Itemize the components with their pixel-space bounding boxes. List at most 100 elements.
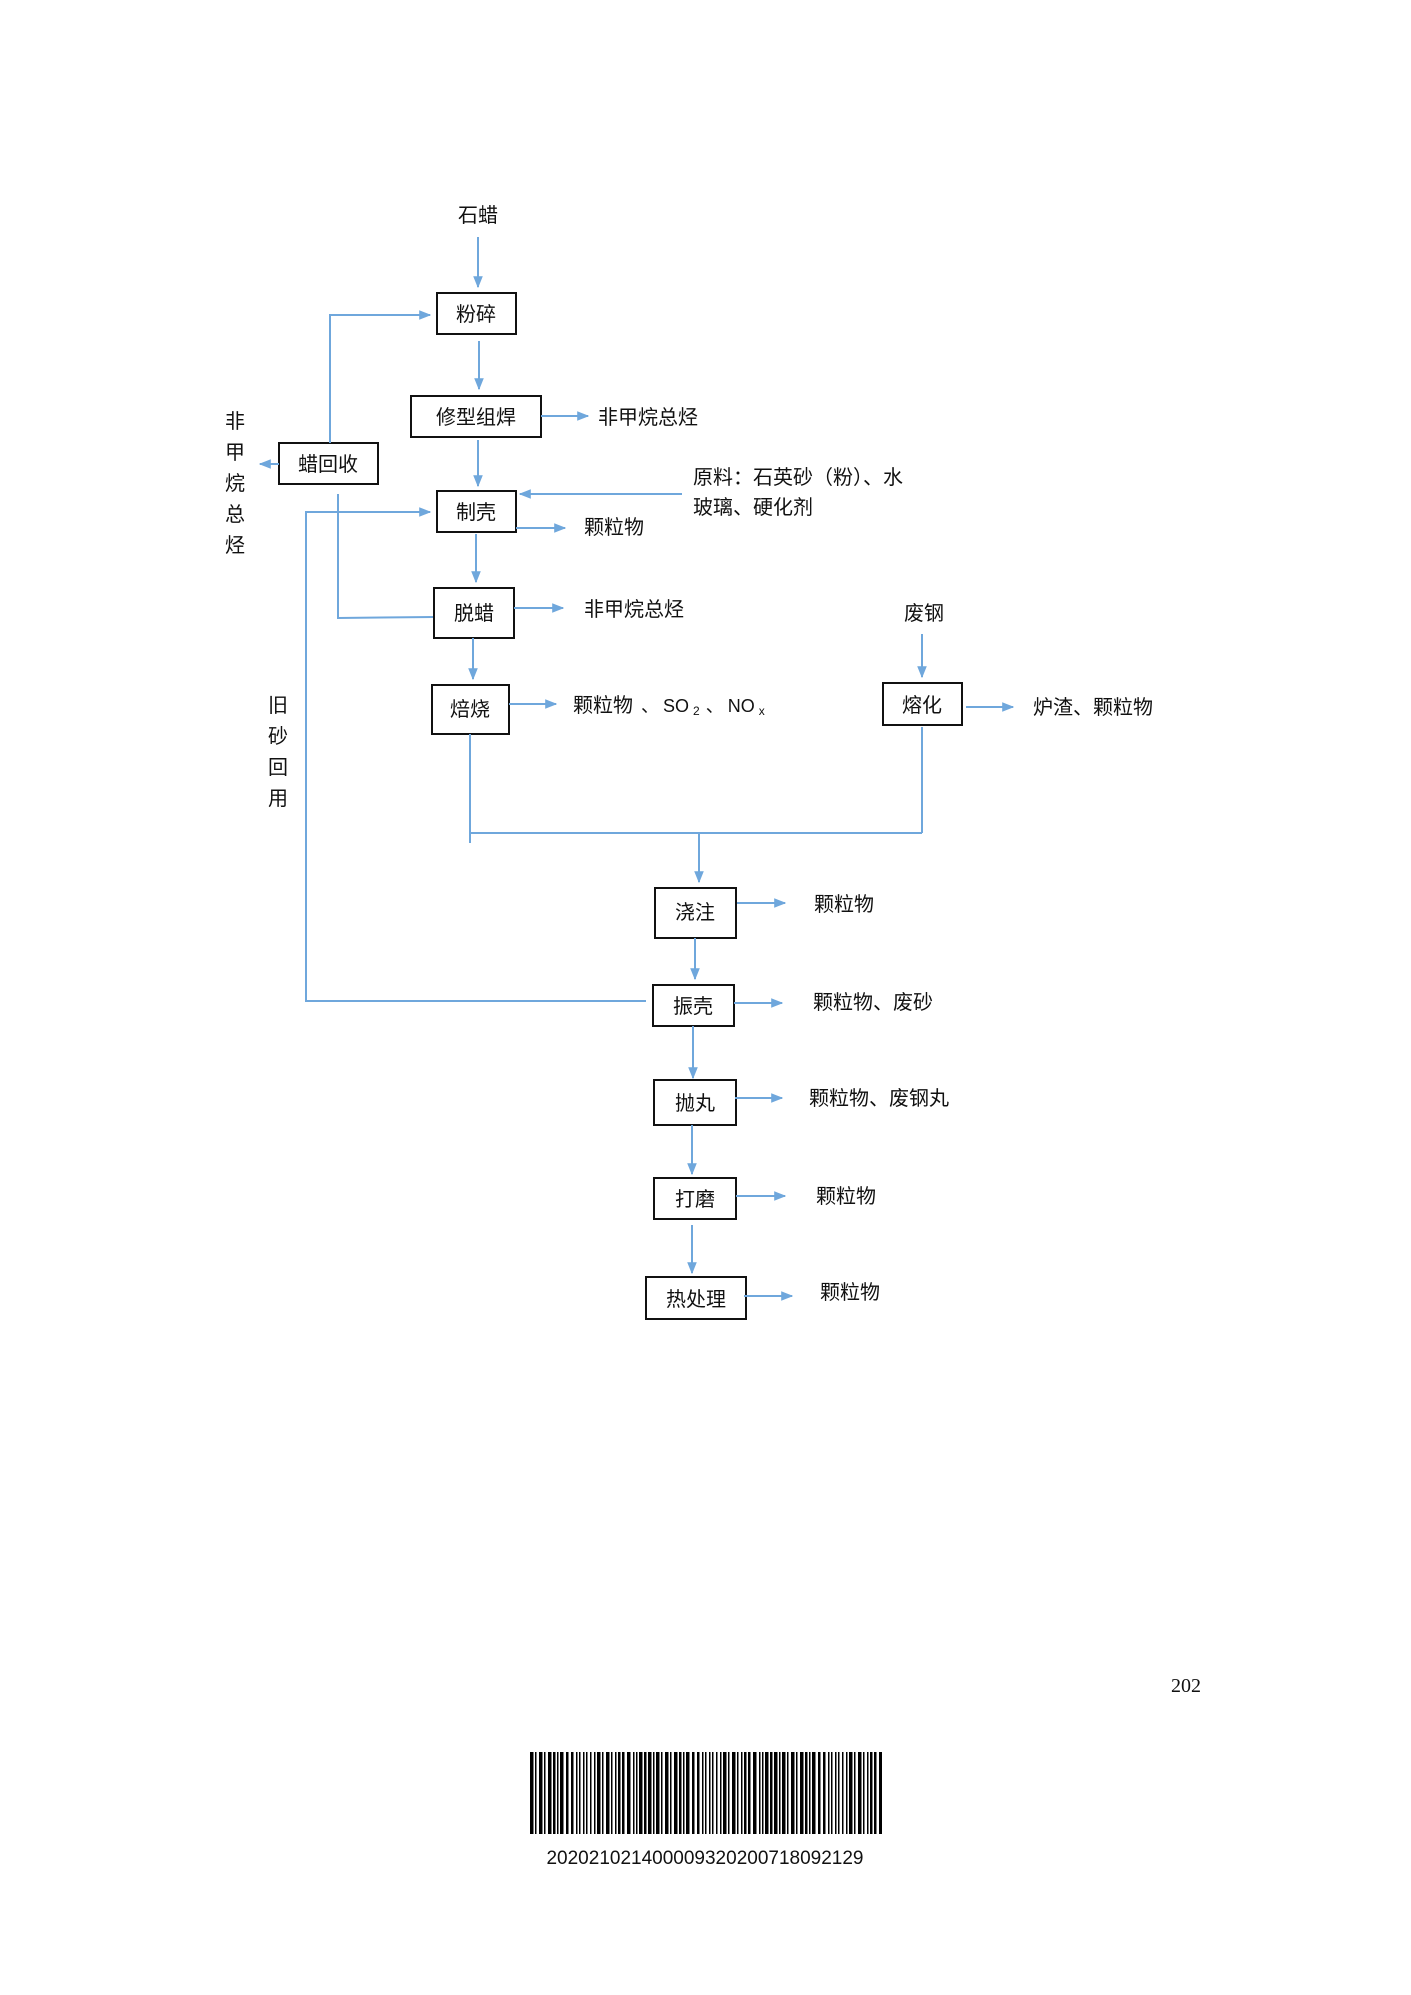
dewax-to-recovery-flow — [337, 494, 435, 620]
shell-materials-line2: 玻璃、硬化剂 — [693, 495, 813, 519]
barcode-bar — [720, 1752, 722, 1834]
emission-roast-so2-sub: 2 — [693, 704, 700, 718]
barcode-bar — [854, 1752, 856, 1834]
barcode-bar — [648, 1752, 652, 1834]
barcode-bar — [661, 1752, 663, 1834]
barcode-bar — [728, 1752, 730, 1834]
step-crush-box — [436, 292, 517, 335]
barcode-bar — [686, 1752, 690, 1834]
emission-pour: 颗粒物 — [814, 892, 874, 916]
barcode-bar — [636, 1752, 638, 1834]
barcode-bar — [737, 1752, 739, 1834]
barcode-bar — [633, 1752, 635, 1834]
barcode-bar — [644, 1752, 647, 1834]
barcode-bar — [863, 1752, 865, 1834]
emission-wax-recovery-vertical: 非 甲 烷 总 烃 — [225, 409, 245, 557]
vertical-char: 烃 — [225, 533, 245, 557]
vertical-char: 回 — [268, 755, 288, 779]
barcode-bar — [530, 1752, 534, 1834]
barcode-bar — [639, 1752, 643, 1834]
barcode-bar — [622, 1752, 625, 1834]
emission-roast-main: 颗粒物 — [573, 693, 633, 717]
step-dewax-box — [433, 587, 515, 639]
barcode-bar — [835, 1752, 837, 1834]
barcode-bar — [842, 1752, 844, 1834]
barcode-bar — [796, 1752, 798, 1834]
barcode-bar — [692, 1752, 695, 1834]
barcode-bar — [800, 1752, 804, 1834]
barcode-bar — [741, 1752, 743, 1834]
barcode-bar — [697, 1752, 700, 1834]
barcode-bar — [606, 1752, 610, 1834]
barcode-bar — [858, 1752, 862, 1834]
step-shell-label: 制壳 — [456, 500, 496, 524]
step-heat-treat-box — [645, 1276, 747, 1320]
step-grind-label: 打磨 — [675, 1187, 715, 1211]
vertical-char: 甲 — [225, 440, 245, 464]
emission-roast-sep2: 、 — [706, 696, 724, 716]
barcode-bar — [653, 1752, 655, 1834]
barcode-bar — [683, 1752, 685, 1834]
barcode-bar — [874, 1752, 877, 1834]
barcode-bar — [762, 1752, 764, 1834]
barcode-bar — [838, 1752, 840, 1834]
emission-roast-nox-sub: x — [759, 704, 765, 718]
emission-shot-blast: 颗粒物、废钢丸 — [809, 1086, 949, 1110]
barcode-bar — [879, 1752, 882, 1834]
input-scrap-steel-label: 废钢 — [904, 601, 944, 625]
barcode-bar — [748, 1752, 751, 1834]
vertical-char: 砂 — [268, 724, 288, 748]
barcode-bar — [576, 1752, 578, 1834]
barcode-bar — [594, 1752, 596, 1834]
step-crush-label: 粉碎 — [456, 302, 496, 326]
emission-roast: 颗粒物 、 SO 2 、 NO x — [573, 693, 765, 719]
step-grind-box — [653, 1177, 737, 1220]
sand-reuse-label-vertical: 旧 砂 回 用 — [268, 693, 288, 810]
barcode-bar — [818, 1752, 821, 1834]
barcode-bar — [759, 1752, 761, 1834]
barcode-bar — [583, 1752, 585, 1834]
emission-dewax: 非甲烷总烃 — [584, 597, 684, 621]
emission-shakeout: 颗粒物、废砂 — [813, 990, 933, 1014]
barcode-bar — [823, 1752, 826, 1834]
step-assemble-label: 修型组焊 — [436, 405, 516, 429]
barcode-bar — [716, 1752, 718, 1834]
barcode-bar — [779, 1752, 781, 1834]
barcode-bar — [618, 1752, 621, 1834]
barcode-bar — [805, 1752, 808, 1834]
step-dewax-label: 脱蜡 — [454, 601, 494, 625]
barcode-bar — [705, 1752, 707, 1834]
barcode-bar — [846, 1752, 848, 1834]
barcode-bar — [586, 1752, 588, 1834]
barcode-bar — [566, 1752, 569, 1834]
barcode-bar — [611, 1752, 613, 1834]
barcode-bar — [782, 1752, 786, 1834]
barcode-bar — [656, 1752, 660, 1834]
shell-materials-line1: 原料：石英砂（粉）、水 — [693, 465, 903, 489]
barcode-bar — [732, 1752, 736, 1834]
barcode-bar — [867, 1752, 869, 1834]
page-number: 202 — [1171, 1675, 1201, 1697]
step-pour-label: 浇注 — [675, 900, 715, 924]
barcode-bar — [679, 1752, 682, 1834]
barcode-bar — [539, 1752, 543, 1834]
vertical-char: 非 — [225, 409, 245, 433]
emission-roast-so2: SO — [663, 696, 689, 716]
vertical-char: 用 — [268, 786, 288, 810]
barcode — [530, 1752, 882, 1834]
step-shot-blast-label: 抛丸 — [675, 1091, 715, 1115]
wax-recycle-flow — [329, 310, 432, 443]
vertical-char: 烷 — [225, 471, 245, 495]
barcode-bar — [712, 1752, 714, 1834]
barcode-bar — [670, 1752, 672, 1834]
barcode-bar — [765, 1752, 769, 1834]
emission-assemble: 非甲烷总烃 — [598, 405, 698, 429]
barcode-bar — [615, 1752, 617, 1834]
step-shot-blast-box — [653, 1079, 737, 1126]
emission-heat-treat: 颗粒物 — [820, 1280, 880, 1304]
barcode-number: 202021021400009320200718092129 — [546, 1848, 863, 1869]
step-melt-label: 熔化 — [902, 693, 942, 717]
barcode-bar — [553, 1752, 556, 1834]
barcode-bar — [770, 1752, 773, 1834]
